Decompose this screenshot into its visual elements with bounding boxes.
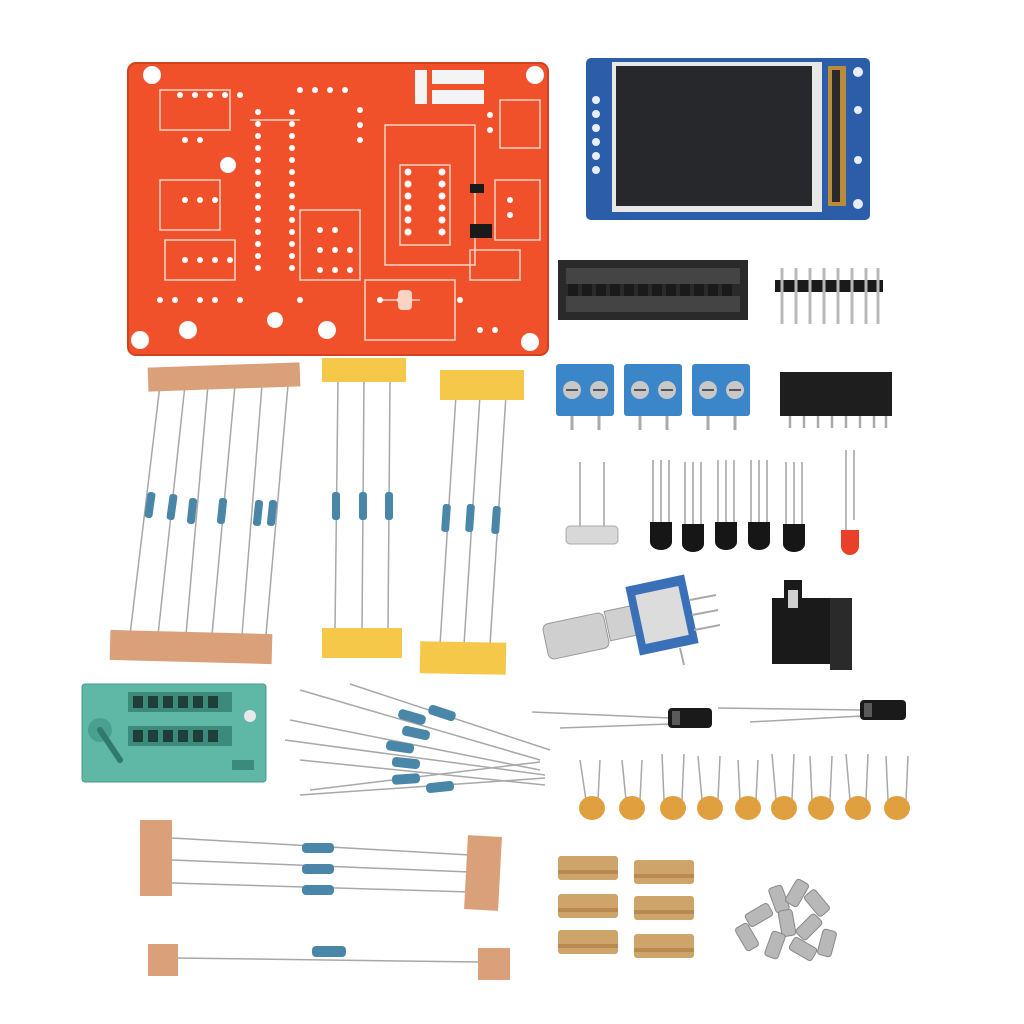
screw-terminals [556, 364, 750, 430]
tft-lcd-module [586, 58, 870, 220]
dc-power-jack [772, 580, 852, 670]
electrolytic-capacitors [531, 700, 906, 729]
taped-resistor-strips [109, 358, 524, 980]
red-led [841, 450, 859, 555]
ceramic-capacitors [579, 753, 910, 820]
brass-spacers [558, 856, 694, 958]
zif-socket [81, 683, 267, 783]
screws [735, 878, 837, 961]
pin-header-male [775, 268, 883, 324]
pcb-board [127, 62, 549, 356]
pin-header-female [780, 372, 892, 428]
crystal-oscillator [565, 462, 619, 545]
ic-socket-28pin [558, 260, 748, 320]
rotary-encoder [542, 574, 721, 666]
loose-resistors [284, 683, 551, 796]
transistors [650, 460, 805, 552]
